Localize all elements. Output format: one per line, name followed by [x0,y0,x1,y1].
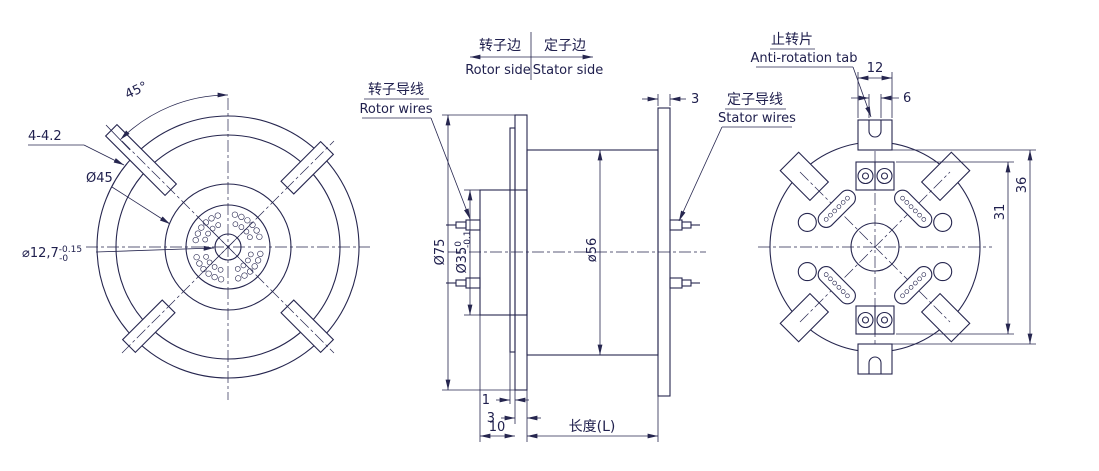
tab-width-dim: 12 [857,61,893,118]
stator-side-label-en: Stator side [533,63,603,78]
inner-span-dim: 31 [896,161,1014,335]
rotor-hub [479,189,528,316]
dim-length-label: 长度(L) [569,419,616,435]
body-dia-label: ø56 [585,238,600,263]
dim-hub-10-label: 10 [489,420,506,435]
front-pin-fan-lines [203,222,253,272]
terminal-block-top [855,161,895,191]
tab-callout: 止转片 Anti-rotation tab [751,32,872,118]
rotor-wires-label-en: Rotor wires [359,102,432,117]
stator-side-label-cn: 定子边 [544,38,586,54]
notch-width-dim: 6 [851,91,911,118]
rear-view: 止转片 Anti-rotation tab 12 6 36 31 [751,32,1036,375]
front-holes-callout: 4-4.2 [28,129,125,166]
rotor-side-label-en: Rotor side [465,63,531,78]
dia45-label: Ø45 [86,171,113,186]
dim-12-label: 12 [867,61,884,76]
front-dia45-callout: Ø45 [86,171,171,225]
rotor-wires-label-cn: 转子导线 [368,82,424,98]
dim-flange-3-label: 3 [487,411,495,426]
mounting-holes [797,212,953,282]
dim-36-label: 36 [1015,177,1030,194]
anti-rotation-tab-bottom [857,343,893,375]
hub-dia-dim: Ø350-0.1 [454,189,480,316]
spacer-plate [509,127,516,353]
stator-plate-thickness-dim: 3 [642,92,699,107]
flange-dia-label: Ø75 [433,239,448,266]
front-center-bore-callout: ⌀12,7-0.15-0 [22,245,215,264]
rear-center-bore [850,222,900,272]
stator-plate [657,107,671,397]
stator-wires-label-cn: 定子导线 [727,92,783,108]
rotor-side-label-cn: 转子边 [479,38,521,54]
angle-45-label: 45° [123,79,150,102]
dim-31-label: 31 [993,204,1008,221]
holes-callout-label: 4-4.2 [28,129,62,144]
stator-wires-callout: 定子导线 Stator wires [678,92,796,222]
side-bottom-dims: 1 3 10 长度(L) [479,315,659,442]
outer-span-dim: 36 [892,149,1036,345]
rotor-flange [514,114,528,391]
stator-wires-geometry [669,219,700,289]
dim-plate-1-label: 1 [482,393,490,408]
hub-dia-label: Ø350-0.1 [454,230,473,273]
tab-label-en: Anti-rotation tab [751,51,858,66]
rotor-wires-callout: 转子导线 Rotor wires [359,82,471,220]
body-dia-dim: ø56 [585,150,603,355]
flange-dia-dim: Ø75 [433,114,515,391]
side-view: 转子边 Rotor side 定子边 Stator side 转子导线 Roto… [359,32,796,442]
stator-plate-thickness-label: 3 [691,92,699,107]
dim-6-label: 6 [903,91,911,106]
tab-label-cn: 止转片 [771,32,813,48]
terminal-block-bottom [855,305,895,335]
stator-wires-label-en: Stator wires [718,111,796,126]
front-view: 45° 4-4.2 Ø45 ⌀12,7-0.15-0 [22,79,370,400]
side-header: 转子边 Rotor side 定子边 Stator side [465,32,603,80]
anti-rotation-tab-top [857,119,893,151]
center-bore-label: ⌀12,7-0.15-0 [22,245,82,264]
